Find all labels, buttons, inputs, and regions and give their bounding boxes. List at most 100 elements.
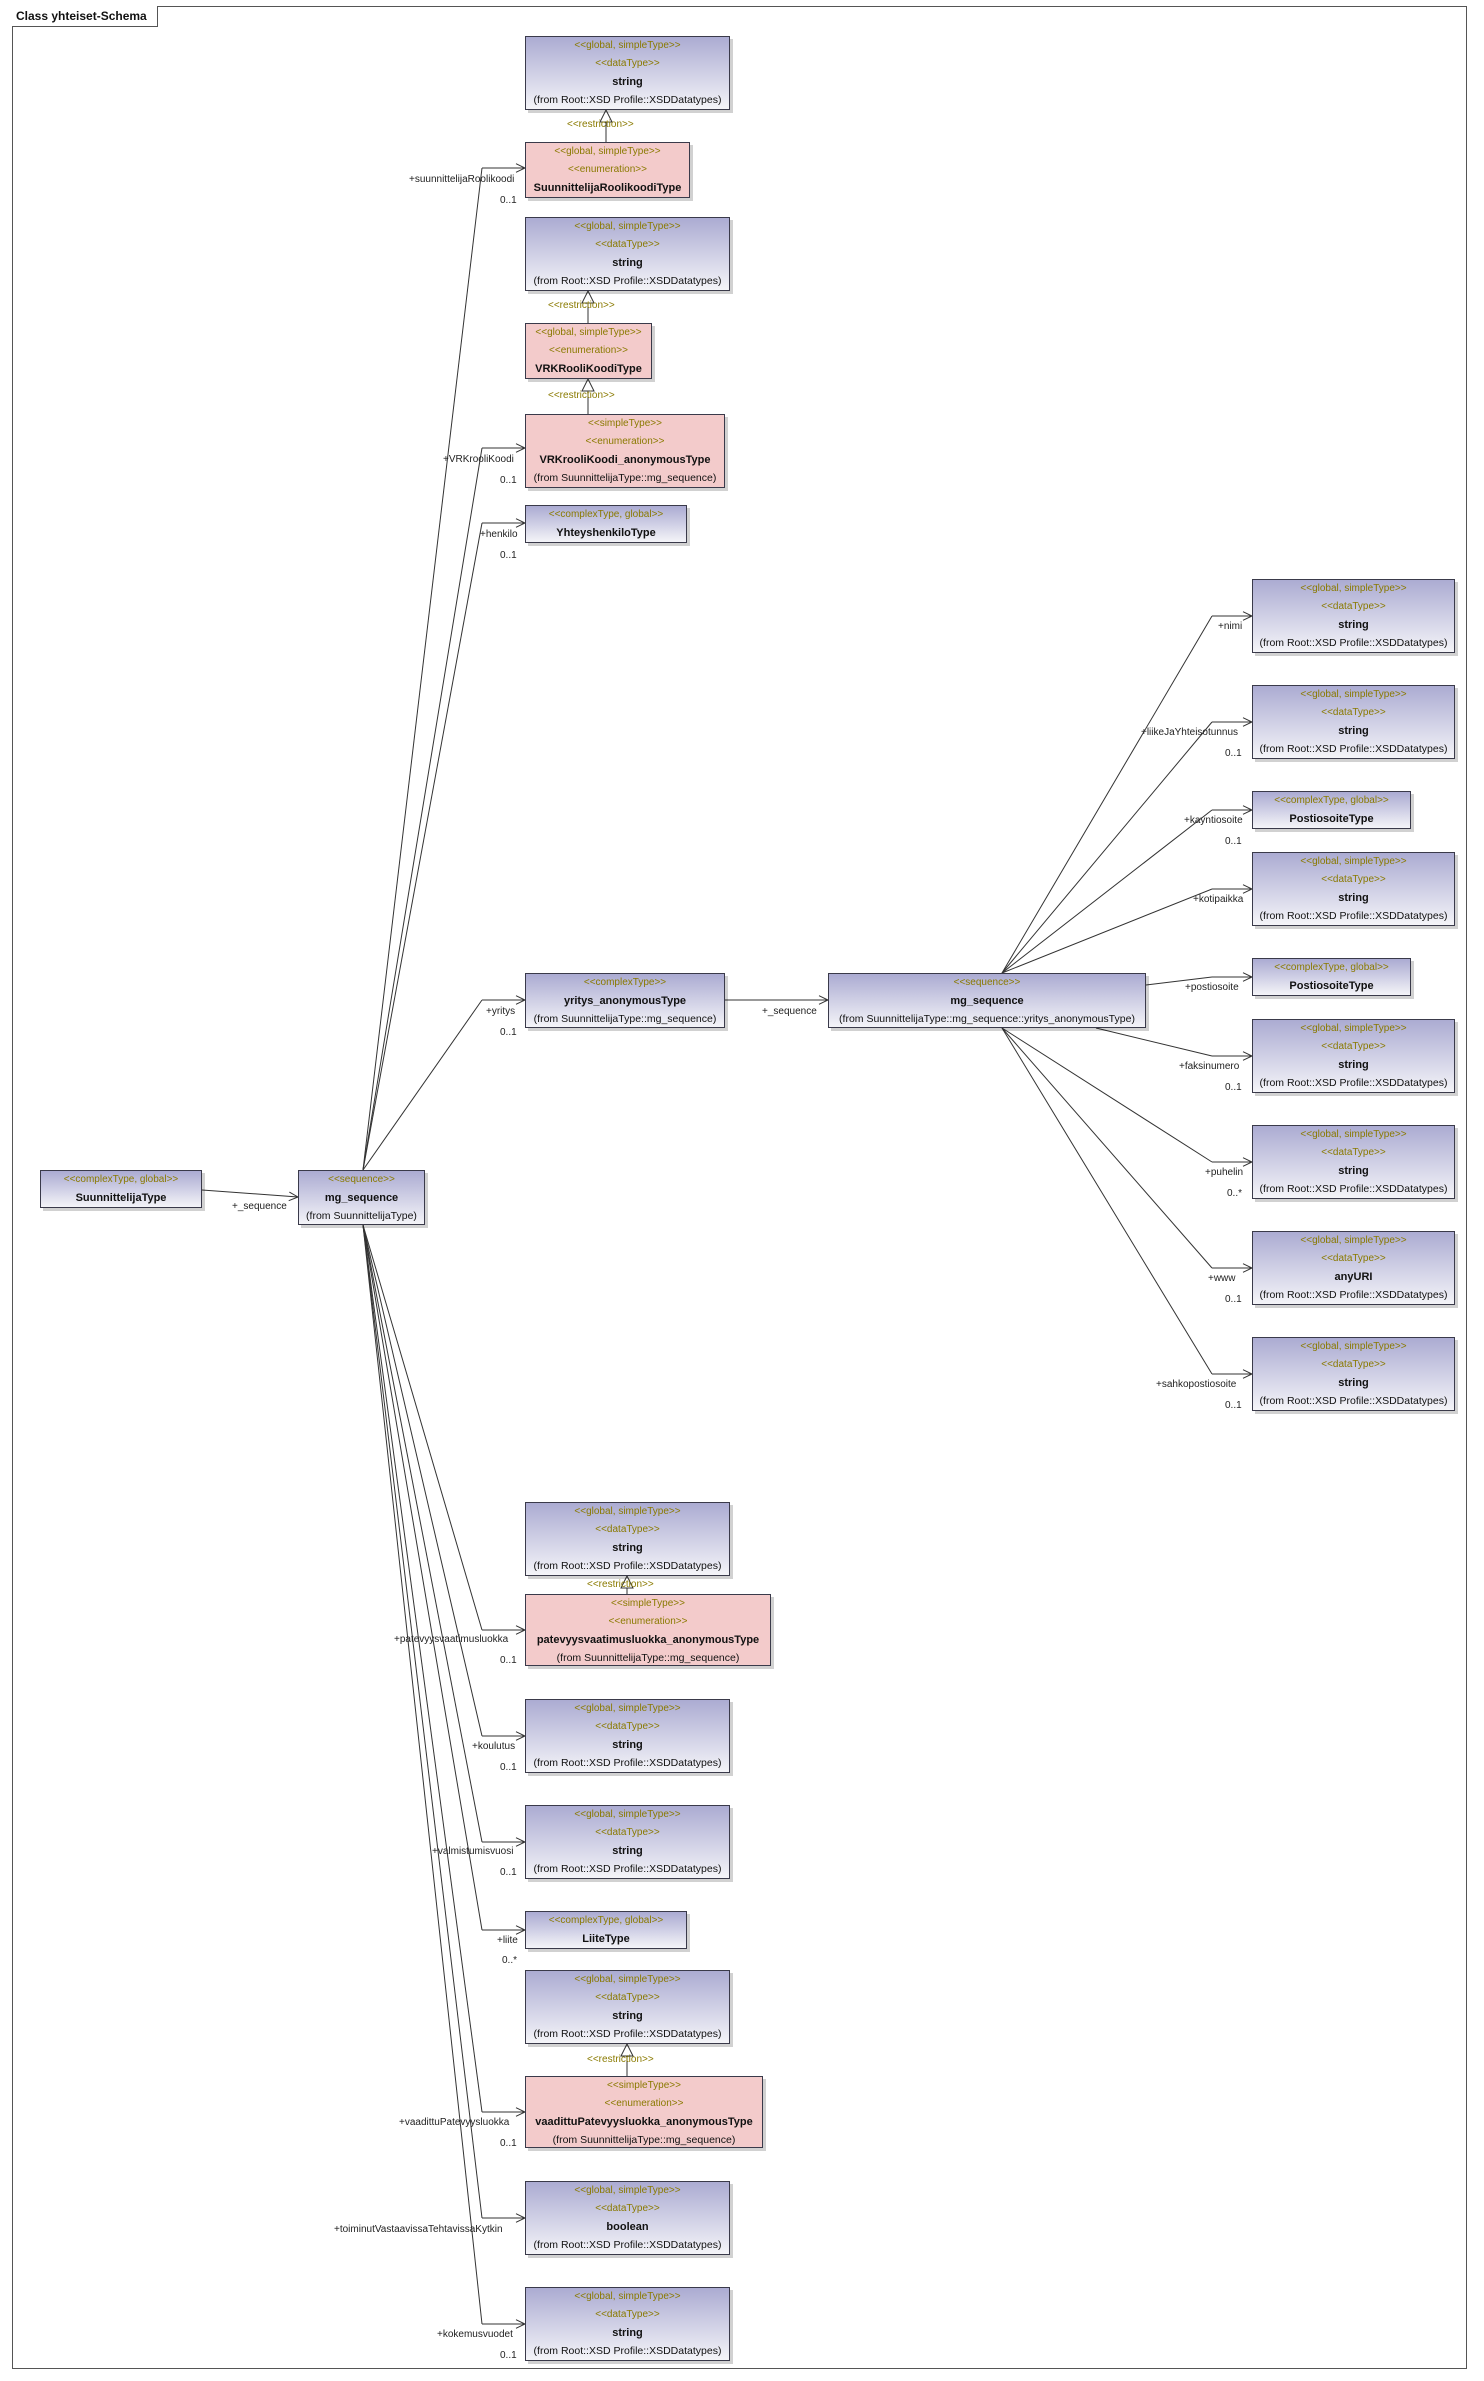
class-patevyysvaatimusluokka-anon[interactable]: <<simpleType>> <<enumeration>> patevyysv… bbox=[525, 1594, 771, 1666]
stereotype-label: <<enumeration>> bbox=[568, 164, 647, 175]
class-string-b[interactable]: <<global, simpleType>> <<dataType>> stri… bbox=[525, 217, 730, 291]
class-liitetype[interactable]: <<complexType, global>> LiiteType bbox=[525, 1911, 687, 1949]
class-suunnittelijatype[interactable]: <<complexType, global>> SuunnittelijaTyp… bbox=[40, 1170, 202, 1208]
class-nimi-string[interactable]: <<global, simpleType>> <<dataType>> stri… bbox=[1252, 579, 1455, 653]
class-postiosoitetype-a[interactable]: <<complexType, global>> PostiosoiteType bbox=[1252, 791, 1411, 829]
generalization-arrowhead bbox=[599, 108, 613, 123]
origin-label: (from Root::XSD Profile::XSDDatatypes) bbox=[533, 94, 722, 106]
origin-label: (from Root::XSD Profile::XSDDatatypes) bbox=[533, 2239, 722, 2251]
stereotype-label: <<dataType>> bbox=[595, 1992, 660, 2003]
class-yritys-anon[interactable]: <<complexType>> yritys_anonymousType (fr… bbox=[525, 973, 725, 1028]
multiplicity-label: 0..* bbox=[1227, 1188, 1243, 1199]
association-line bbox=[201, 1189, 299, 1198]
class-string-d[interactable]: <<global, simpleType>> <<dataType>> stri… bbox=[525, 1970, 730, 2044]
multiplicity-label: 0..1 bbox=[500, 1027, 517, 1038]
class-name: string bbox=[612, 1845, 643, 1857]
class-name: VRKRooliKoodiType bbox=[535, 363, 642, 375]
class-liikejayhteisotunnus-string[interactable]: <<global, simpleType>> <<dataType>> stri… bbox=[1252, 685, 1455, 759]
restriction-label: <<restriction>> bbox=[587, 1579, 654, 1590]
class-postiosoitetype-b[interactable]: <<complexType, global>> PostiosoiteType bbox=[1252, 958, 1411, 996]
role-label: +kotipaikka bbox=[1193, 894, 1244, 905]
multiplicity-label: 0..1 bbox=[500, 2138, 517, 2149]
class-suunnittelijaroolikoodi[interactable]: <<global, simpleType>> <<enumeration>> S… bbox=[525, 142, 690, 198]
class-toiminut-boolean[interactable]: <<global, simpleType>> <<dataType>> bool… bbox=[525, 2181, 730, 2255]
origin-label: (from Root::XSD Profile::XSDDatatypes) bbox=[1259, 910, 1448, 922]
role-label: +faksinumero bbox=[1179, 1061, 1240, 1072]
class-name: mg_sequence bbox=[950, 995, 1024, 1007]
generalization-arrowhead bbox=[620, 2042, 634, 2057]
class-name: string bbox=[1338, 725, 1369, 737]
class-kokemusvuodet-string[interactable]: <<global, simpleType>> <<dataType>> stri… bbox=[525, 2287, 730, 2361]
generalization-arrowhead bbox=[620, 1574, 634, 1589]
origin-label: (from SuunnittelijaType::mg_sequence) bbox=[552, 2134, 736, 2146]
association-line bbox=[1001, 721, 1213, 974]
multiplicity-label: 0..1 bbox=[1225, 1400, 1242, 1411]
restriction-label: <<restriction>> bbox=[548, 300, 615, 311]
class-faksinumero-string[interactable]: <<global, simpleType>> <<dataType>> stri… bbox=[1252, 1019, 1455, 1093]
class-valmistumisvuosi-string[interactable]: <<global, simpleType>> <<dataType>> stri… bbox=[525, 1805, 730, 1879]
restriction-label: <<restriction>> bbox=[548, 390, 615, 401]
multiplicity-label: 0..1 bbox=[500, 195, 517, 206]
multiplicity-label: 0..1 bbox=[1225, 1082, 1242, 1093]
association-line bbox=[362, 1224, 483, 2325]
origin-label: (from Root::XSD Profile::XSDDatatypes) bbox=[533, 2345, 722, 2357]
association-line bbox=[362, 1224, 483, 2113]
class-vrkroolikoodi-anon[interactable]: <<simpleType>> <<enumeration>> VRKrooliK… bbox=[525, 414, 725, 488]
stereotype-label: <<dataType>> bbox=[1321, 601, 1386, 612]
association-line bbox=[362, 1224, 483, 2219]
stereotype-label: <<global, simpleType>> bbox=[1300, 689, 1407, 700]
class-name: string bbox=[1338, 1059, 1369, 1071]
role-label: +toiminutVastaavissaTehtavissaKytkin bbox=[334, 2224, 503, 2235]
class-name: string bbox=[1338, 1377, 1369, 1389]
class-name: mg_sequence bbox=[324, 1192, 399, 1204]
origin-label: (from Root::XSD Profile::XSDDatatypes) bbox=[533, 1863, 722, 1875]
origin-label: (from Root::XSD Profile::XSDDatatypes) bbox=[533, 1757, 722, 1769]
class-name: PostiosoiteType bbox=[1289, 980, 1374, 992]
class-koulutus-string[interactable]: <<global, simpleType>> <<dataType>> stri… bbox=[525, 1699, 730, 1773]
origin-label: (from Root::XSD Profile::XSDDatatypes) bbox=[533, 1560, 722, 1572]
class-name: string bbox=[1338, 892, 1369, 904]
multiplicity-label: 0..1 bbox=[500, 475, 517, 486]
stereotype-label: <<dataType>> bbox=[1321, 1253, 1386, 1264]
stereotype-label: <<dataType>> bbox=[595, 1721, 660, 1732]
class-string-c[interactable]: <<global, simpleType>> <<dataType>> stri… bbox=[525, 1502, 730, 1576]
origin-label: (from Root::XSD Profile::XSDDatatypes) bbox=[533, 2028, 722, 2040]
association-line bbox=[1001, 809, 1213, 974]
class-yritys-mg-sequence[interactable]: <<sequence>> mg_sequence (from Suunnitte… bbox=[828, 973, 1146, 1028]
role-label: +suunnittelijaRoolikoodi bbox=[409, 174, 515, 185]
class-puhelin-string[interactable]: <<global, simpleType>> <<dataType>> stri… bbox=[1252, 1125, 1455, 1199]
multiplicity-label: 0..1 bbox=[500, 1762, 517, 1773]
association-line bbox=[1001, 615, 1213, 974]
diagram-title: Class yhteiset-Schema bbox=[12, 6, 158, 27]
class-vaadittupatevyysluokka-anon[interactable]: <<simpleType>> <<enumeration>> vaadittuP… bbox=[525, 2076, 763, 2148]
association-line bbox=[1145, 976, 1213, 986]
stereotype-label: <<global, simpleType>> bbox=[554, 146, 661, 157]
class-name: anyURI bbox=[1334, 1271, 1373, 1283]
class-mg-sequence[interactable]: <<sequence>> mg_sequence (from Suunnitte… bbox=[298, 1170, 425, 1225]
class-vrkroolikooditype[interactable]: <<global, simpleType>> <<enumeration>> V… bbox=[525, 323, 652, 379]
stereotype-label: <<dataType>> bbox=[595, 1827, 660, 1838]
origin-label: (from SuunnittelijaType::mg_sequence) bbox=[556, 1652, 740, 1664]
stereotype-label: <<complexType, global>> bbox=[63, 1174, 179, 1185]
class-name: string bbox=[612, 257, 643, 269]
association-line bbox=[362, 522, 483, 1171]
class-name: vaadittuPatevyysluokka_anonymousType bbox=[535, 2116, 753, 2128]
class-string-a[interactable]: <<global, simpleType>> <<dataType>> stri… bbox=[525, 36, 730, 110]
class-name: string bbox=[1338, 619, 1369, 631]
class-name: SuunnittelijaType bbox=[75, 1192, 167, 1204]
origin-label: (from SuunnittelijaType::mg_sequence) bbox=[533, 472, 717, 484]
stereotype-label: <<global, simpleType>> bbox=[1300, 583, 1407, 594]
association-line bbox=[1001, 1027, 1213, 1163]
role-label: +sahkopostiosoite bbox=[1156, 1379, 1237, 1390]
stereotype-label: <<dataType>> bbox=[1321, 1041, 1386, 1052]
role-label: +_sequence bbox=[762, 1006, 817, 1017]
stereotype-label: <<complexType, global>> bbox=[548, 509, 664, 520]
class-kotipaikka-string[interactable]: <<global, simpleType>> <<dataType>> stri… bbox=[1252, 852, 1455, 926]
class-yhteyshenkilotype[interactable]: <<complexType, global>> YhteyshenkiloTyp… bbox=[525, 505, 687, 543]
stereotype-label: <<global, simpleType>> bbox=[574, 221, 681, 232]
stereotype-label: <<global, simpleType>> bbox=[1300, 856, 1407, 867]
class-sahkopostiosoite-string[interactable]: <<global, simpleType>> <<dataType>> stri… bbox=[1252, 1337, 1455, 1411]
role-label: +yritys bbox=[486, 1006, 516, 1017]
class-www-anyuri[interactable]: <<global, simpleType>> <<dataType>> anyU… bbox=[1252, 1231, 1455, 1305]
generalization-arrowhead bbox=[581, 289, 595, 304]
